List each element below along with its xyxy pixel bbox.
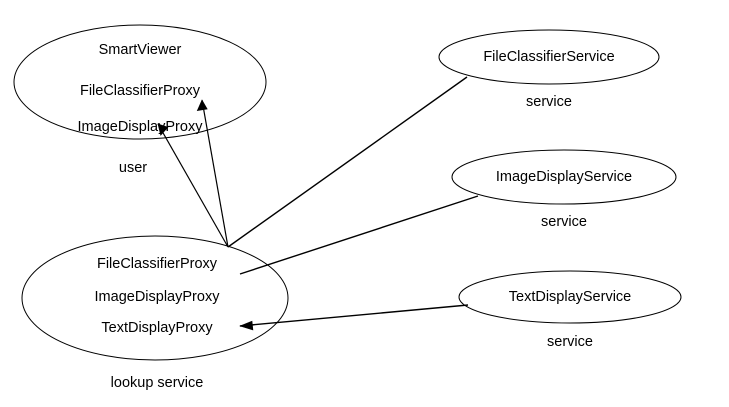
lookup-service-node-line-0: FileClassifierProxy [97, 256, 218, 272]
arrowhead-icon [196, 99, 208, 111]
user-node-line-1: FileClassifierProxy [80, 83, 201, 99]
text-display-service-node-line-0: TextDisplayService [509, 289, 632, 305]
image-display-service-node-line-0: ImageDisplayService [496, 169, 632, 185]
edge-file-classifier-service-to-lookup[interactable] [227, 76, 468, 248]
edge-line [239, 304, 469, 327]
arrowhead-icon [239, 320, 254, 331]
lookup-service-ellipse[interactable] [21, 235, 289, 361]
lookup-service-node-line-2: TextDisplayProxy [101, 320, 213, 336]
edge-image-display-service-to-lookup[interactable] [239, 195, 479, 275]
text-display-service-node-caption: service [547, 334, 593, 350]
user-node-caption: user [119, 160, 147, 176]
arrowhead-icon [157, 123, 169, 136]
image-display-service-ellipse[interactable] [451, 149, 677, 205]
file-classifier-service-ellipse[interactable] [438, 29, 660, 85]
node-image-display-service[interactable]: ImageDisplayService service [451, 149, 677, 230]
user-node-line-0: SmartViewer [99, 42, 182, 58]
lookup-service-node-caption: lookup service [111, 375, 204, 391]
node-file-classifier-service[interactable]: FileClassifierService service [438, 29, 660, 110]
node-user[interactable]: SmartViewer FileClassifierProxy ImageDis… [13, 24, 267, 176]
edge-line [239, 195, 479, 275]
edge-line [157, 123, 229, 248]
image-display-service-node-caption: service [541, 214, 587, 230]
user-node-line-2: ImageDisplayProxy [78, 119, 204, 135]
node-lookup-service[interactable]: FileClassifierProxy ImageDisplayProxy Te… [21, 235, 289, 391]
text-display-service-ellipse[interactable] [458, 270, 682, 324]
edge-line [227, 76, 468, 248]
node-text-display-service[interactable]: TextDisplayService service [458, 270, 682, 350]
edge-line [201, 99, 229, 248]
lookup-service-node-line-1: ImageDisplayProxy [95, 289, 221, 305]
file-classifier-service-node-line-0: FileClassifierService [483, 49, 614, 65]
edge-text-display-service-to-lookup[interactable] [239, 304, 469, 331]
edge-lookup-to-user-file-classifier[interactable] [196, 99, 229, 248]
file-classifier-service-node-caption: service [526, 94, 572, 110]
user-ellipse[interactable] [13, 24, 267, 140]
edge-lookup-to-user-image-display[interactable] [157, 123, 229, 248]
